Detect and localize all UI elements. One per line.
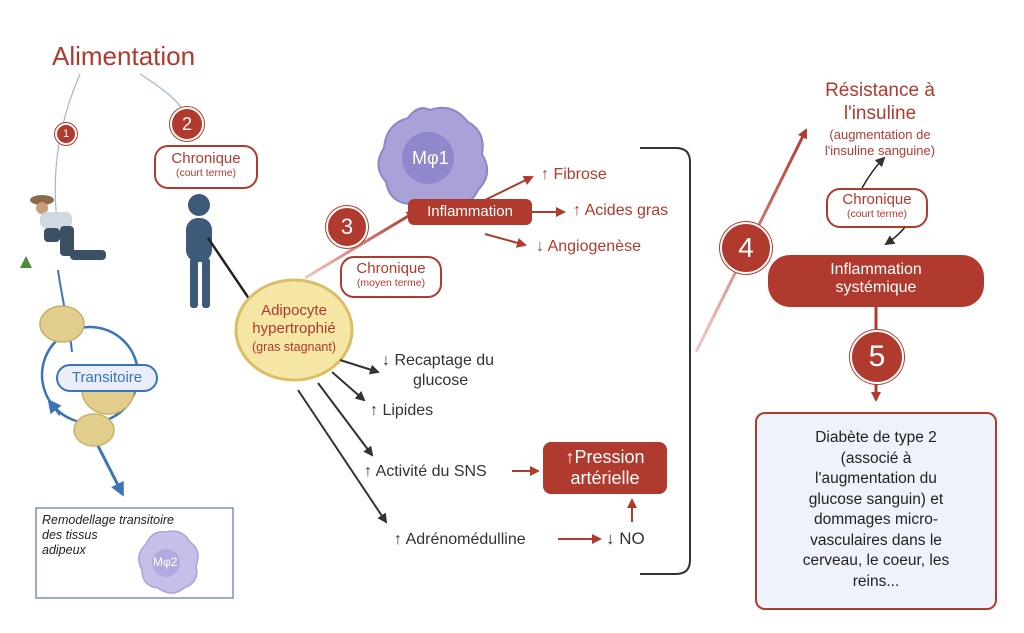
arrow-step-3 <box>304 210 417 280</box>
transitoire-arrow-out <box>93 439 124 497</box>
macrophage-2-nucleus <box>152 549 180 577</box>
transitoire-label: Transitoire <box>56 364 158 392</box>
grouping-bracket <box>640 147 691 575</box>
no-label: ↓ NO <box>606 529 645 548</box>
connector-line-1 <box>54 73 81 231</box>
remodelage-text-3: adipeux <box>42 543 86 557</box>
step-1-badge: 1 <box>55 123 77 145</box>
loop-arrow-down <box>884 225 907 246</box>
arrow-sns <box>317 382 374 457</box>
arrow-recaptage <box>339 359 380 375</box>
diabete-line: Diabète de type 2 <box>815 429 937 446</box>
acides-gras-label: ↑ Acides gras <box>573 202 669 219</box>
remodelage-text-1: Remodellage transitoire <box>42 513 175 527</box>
macrophage-1-label: Mφ1 <box>412 148 449 168</box>
remodelage-box <box>35 507 234 599</box>
diabete-line: vasculaires dans le <box>810 531 942 549</box>
step-4-badge: 4 <box>720 222 772 274</box>
resistance-insuline-1: Résistance à <box>825 80 935 101</box>
pression-arterielle-box: ↑Pression artérielle <box>543 442 667 494</box>
chronique-insuline-label: Chronique (court terme) <box>826 188 928 228</box>
chronique-moyen-terme-label: Chronique (moyen terme) <box>340 256 442 298</box>
loop-arrow-up <box>861 156 886 189</box>
step-2-badge: 2 <box>170 107 204 141</box>
arrow-angiogenese <box>484 233 527 248</box>
lipides-label: ↑ Lipides <box>370 402 434 419</box>
angiogenese-label: ↓ Angiogenèse <box>536 238 641 255</box>
resistance-insuline-4: l'insuline sanguine) <box>824 143 936 158</box>
adipocyte-label-2: hypertrophié <box>252 320 336 337</box>
chronique-court-terme-label: Chronique (court terme) <box>154 145 258 189</box>
page-title: Alimentation <box>52 41 196 71</box>
sns-label: ↑ Activité du SNS <box>364 463 487 480</box>
diabete-line: (associé à <box>840 449 912 467</box>
person-figure <box>186 194 212 308</box>
recaptage-label-2: glucose <box>413 372 469 389</box>
inflammation-box: Inflammation <box>408 199 532 225</box>
fat-cell <box>73 413 115 447</box>
step-5-badge: 5 <box>850 330 904 384</box>
remodelage-text-2: des tissus <box>42 528 98 542</box>
resistance-insuline-3: (augmentation de <box>829 127 931 142</box>
diabete-line: l'augmentation du <box>815 470 937 487</box>
fibrose-label: ↑ Fibrose <box>541 166 607 183</box>
arrow-fibrose <box>484 176 534 201</box>
adipocyte-cell <box>234 278 354 382</box>
arrow-adreno <box>297 389 388 524</box>
farmer-figure <box>20 195 106 268</box>
adipocyte-label-1: Adipocyte <box>261 302 327 319</box>
step-3-badge: 3 <box>326 206 368 248</box>
fat-cell <box>39 305 85 343</box>
resistance-insuline-2: l'insuline <box>843 103 917 124</box>
diabete-line: reins... <box>852 572 900 590</box>
diabete-box: Diabète de type 2 (associé à l'augmentat… <box>755 412 997 610</box>
diabete-line: glucose sanguin) et <box>808 490 944 508</box>
transitoire-arrow-in <box>47 398 62 416</box>
arrow-lipides <box>331 371 366 402</box>
adrenomedulline-label: ↑ Adrénomédulline <box>394 531 526 548</box>
macrophage-1-nucleus <box>402 132 454 184</box>
diabete-line: cerveau, le coeur, les <box>802 552 950 569</box>
diabete-line: dommages micro- <box>813 511 939 528</box>
inflammation-systemique-box: Inflammation systémique <box>768 255 984 307</box>
recaptage-label-1: ↓ Recaptage du <box>382 352 495 369</box>
adipocyte-label-3: (gras stagnant) <box>251 340 337 354</box>
macrophage-2-label: Mφ2 <box>153 555 178 569</box>
